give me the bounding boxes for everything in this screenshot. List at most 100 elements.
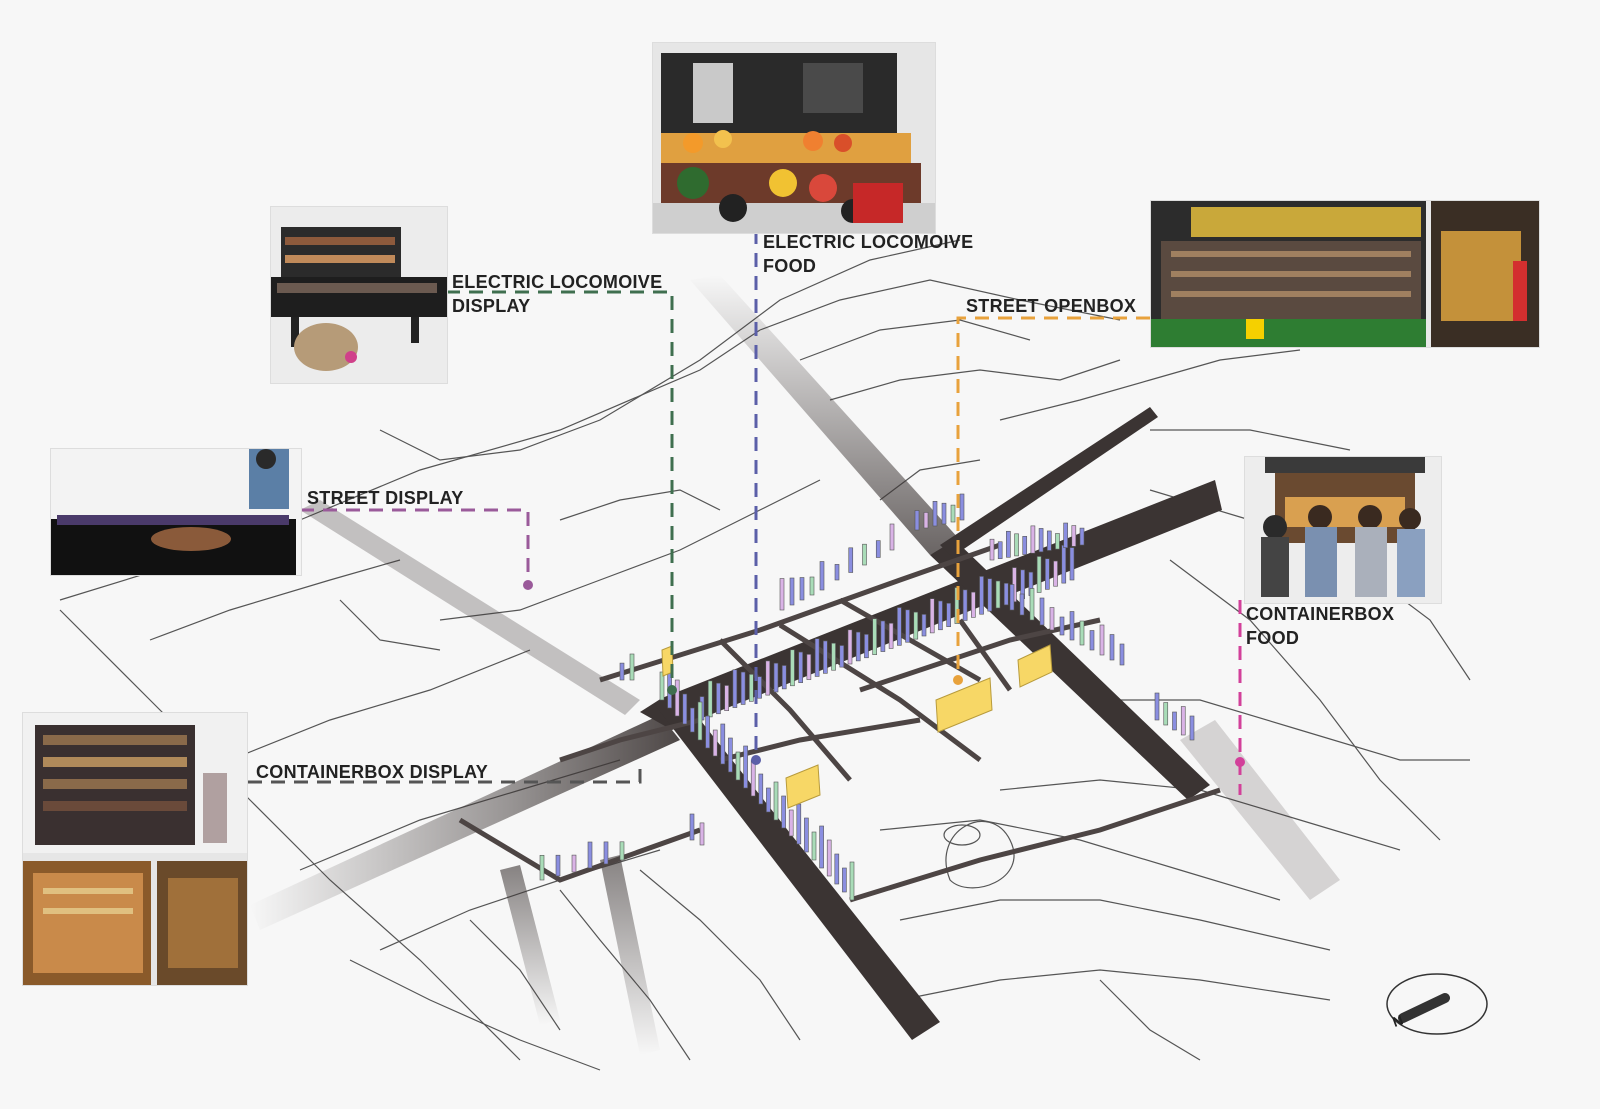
stall-bar [997,541,1003,559]
stall-bar [1119,643,1125,666]
stall-bar [788,809,794,837]
stall-bar [603,841,609,865]
stall-bar [811,831,817,861]
label-line-2: FOOD [763,256,817,276]
photo-containerbox-display [22,712,248,986]
stall-bar [932,500,938,527]
stall-bar [728,737,733,773]
stall-bar [712,729,718,757]
stall-bar [880,620,886,652]
label-line-1: ELECTRIC LOCOMOIVE [763,232,974,252]
stall-bar [1053,560,1058,587]
label-street-openbox: STREET OPENBOX [966,296,1137,316]
stall-bar [690,707,695,733]
label-line-2: DISPLAY [452,296,531,316]
photo-street-display [50,448,302,576]
stall-bar [1003,582,1009,606]
stall-bar [555,854,561,877]
stall-bar [1030,525,1036,554]
stall-bar [913,611,919,640]
stall-bar [697,701,703,741]
stall-bar [834,564,840,581]
leader-containerbox-display [248,760,642,784]
stall-bar [699,822,705,846]
stall-bar [743,745,748,789]
stall-bar [842,867,847,893]
stall-bar [826,839,832,877]
stall-bar [779,578,785,611]
leader-street-display [300,508,530,585]
label-electric-locomotive-display: ELECTRIC LOCOMOIVE DISPLAY [452,270,662,318]
stall-bar [855,631,861,662]
label-line-1: ELECTRIC LOCOMOIVE [452,272,663,292]
stall-bar [872,618,877,655]
stall-bar [848,547,854,573]
stall-bar [781,795,786,829]
stall-bar [889,523,895,551]
stall-bar [946,602,951,627]
stall-bar [750,759,756,797]
stall-bar [1029,588,1035,621]
stall-bar [798,651,803,683]
stall-bar [735,751,741,781]
label-street-display: STREET DISPLAY [307,488,464,508]
stall-bar [1036,556,1042,593]
stall-bar [1009,584,1015,611]
stall-bar [796,803,802,845]
stall-bar [720,723,726,765]
stall-bar [781,665,787,690]
stall-bar [1079,620,1085,646]
stall-bar [831,642,836,671]
stall-bar [659,671,665,701]
stall-bar [849,861,855,901]
stall-bar [629,653,635,681]
stall-bar [539,854,545,881]
stall-bar [819,561,825,591]
stall-bar [1061,545,1067,584]
label-line-1: CONTAINERBOX [1246,604,1395,624]
stall-bar [766,787,771,813]
stall-bar [1022,536,1028,555]
openbox-blocks [661,644,1053,809]
stall-bar [682,693,688,725]
leader-street-openbox [956,316,1150,680]
stall-bars [539,493,1195,901]
stall-bar [979,576,984,615]
stall-bar [773,781,779,821]
stall-bar [587,841,593,869]
stall-bar [1109,634,1115,661]
stall-bar [921,614,927,637]
photo-electric-locomotive-display [270,206,448,384]
stall-bar [971,591,976,618]
stall-bar [864,634,869,659]
label-containerbox-food: CONTAINERBOX FOOD [1246,602,1394,650]
stall-bar [571,854,577,873]
stall-bar [987,578,993,612]
stall-bar [619,841,625,861]
stall-bar [914,510,920,531]
stall-bar [707,680,713,718]
stall-bar [1055,533,1060,550]
stall-bar [847,629,853,665]
photo-containerbox-food [1244,456,1442,604]
stall-bar [962,589,968,621]
stall-bar [757,676,762,699]
stall-bar [1039,597,1045,626]
leader-em-display [446,290,674,690]
stall-bar [724,685,729,711]
stall-bar [1079,527,1085,546]
stall-bar [1069,547,1075,581]
stall-bar [1154,692,1160,721]
leader-dots [523,580,1245,767]
stall-bar [834,853,840,885]
photo-street-openbox [1150,200,1540,348]
stall-bar [1046,530,1052,551]
stall-bar [804,817,809,853]
stall-bar [1071,525,1077,547]
stall-bar [823,640,828,674]
stall-bar [758,773,764,805]
stall-bar [897,607,902,646]
stall-bar [732,669,738,708]
stall-bar [862,543,867,566]
stall-bar [809,576,815,596]
